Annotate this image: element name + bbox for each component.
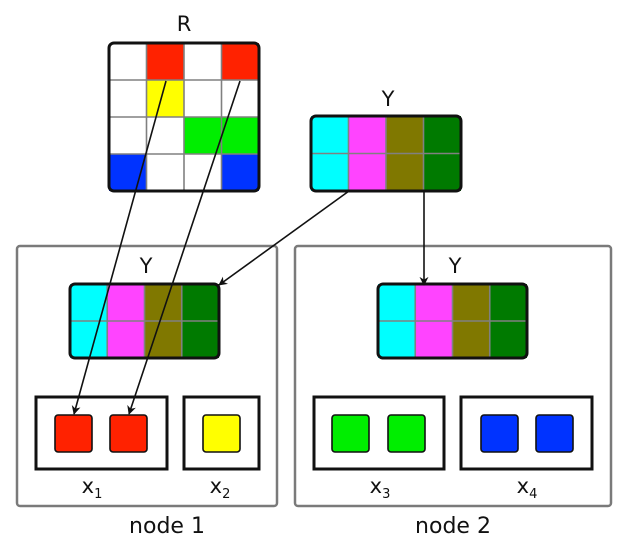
arrow-r-to-x1-block-1 — [71, 80, 167, 415]
arrow-y-to-node-1 — [218, 190, 350, 286]
r-cell-0-2 — [184, 43, 222, 80]
matrix-r — [107, 41, 261, 193]
node-1-y-cell-1-0 — [70, 321, 108, 358]
matrix-r-label: R — [177, 12, 192, 36]
y-source-frame — [309, 114, 463, 193]
node-2-y-cell-1-2 — [452, 321, 490, 358]
node-1-y-cell-1-3 — [181, 321, 219, 358]
node-2-y-cell-0-1 — [415, 284, 453, 321]
r-cell-3-3 — [221, 154, 259, 191]
x4-block-2 — [535, 414, 574, 453]
partition-x4: x4 — [459, 395, 594, 502]
node-2-y-cell-0-3 — [489, 284, 527, 321]
node-2-y-cell-1-0 — [378, 321, 416, 358]
r-cell-2-0 — [109, 117, 147, 154]
y-source-cell-0-0 — [311, 116, 349, 154]
r-cell-3-2 — [184, 154, 222, 191]
x1-block-2 — [109, 414, 148, 453]
r-cell-2-3 — [221, 117, 259, 154]
partition-x2: x2 — [182, 395, 261, 502]
node-1-y-cell-1-2 — [144, 321, 182, 358]
y-source-cell-1-1 — [348, 153, 386, 191]
node-1-matrix-y — [68, 282, 221, 360]
node-1-y-cell-0-2 — [144, 284, 182, 321]
node-2-y-frame — [376, 282, 529, 360]
node-1-y-frame — [68, 282, 221, 360]
r-frame — [107, 41, 261, 193]
r-cell-0-0 — [109, 43, 147, 80]
partition-x3-label: x3 — [370, 474, 391, 502]
x3-block-1 — [331, 414, 370, 453]
x2-block-1 — [202, 414, 241, 453]
y-source-cell-1-2 — [386, 153, 424, 191]
node-2-label: node 2 — [415, 514, 491, 539]
node-2-matrix-y — [376, 282, 529, 360]
partition-x4-label: x4 — [517, 474, 538, 502]
partition-x1: x1 — [34, 395, 169, 502]
arrow-r-to-x1-block-2 — [127, 80, 241, 415]
node-1-y-cell-1-1 — [107, 321, 145, 358]
r-cell-0-3 — [221, 43, 259, 80]
y-source-cell-1-3 — [423, 153, 461, 191]
node-2-y-cell-0-2 — [452, 284, 490, 321]
node-2-y-cell-1-1 — [415, 321, 453, 358]
r-cell-1-0 — [109, 80, 147, 117]
node-2-y-cell-0-0 — [378, 284, 416, 321]
x1-block-1 — [54, 414, 93, 453]
node-2-y-cell-1-3 — [489, 321, 527, 358]
x3-block-2 — [387, 414, 426, 453]
node-1-y-cell-0-1 — [107, 284, 145, 321]
r-cell-3-1 — [146, 154, 184, 191]
y-source-cell-0-1 — [348, 116, 386, 154]
matrix-y-source — [309, 114, 463, 193]
r-cell-0-1 — [146, 43, 184, 80]
x4-block-1 — [480, 414, 519, 453]
r-cell-1-2 — [184, 80, 222, 117]
partition-x2-label: x2 — [210, 474, 231, 502]
node-1-label: node 1 — [129, 514, 205, 539]
y-source-cell-0-3 — [423, 116, 461, 154]
node-1-y-cell-0-3 — [181, 284, 219, 321]
partition-x3: x3 — [312, 395, 446, 502]
matrix-y-source-label: Y — [381, 87, 395, 111]
y-source-cell-0-2 — [386, 116, 424, 154]
node-1-y-label: Y — [139, 254, 153, 278]
node-2-y-label: Y — [448, 254, 462, 278]
y-source-cell-1-0 — [311, 153, 349, 191]
r-cell-1-3 — [221, 80, 259, 117]
r-cell-2-2 — [184, 117, 222, 154]
r-cell-2-1 — [146, 117, 184, 154]
partition-x1-label: x1 — [82, 474, 103, 502]
